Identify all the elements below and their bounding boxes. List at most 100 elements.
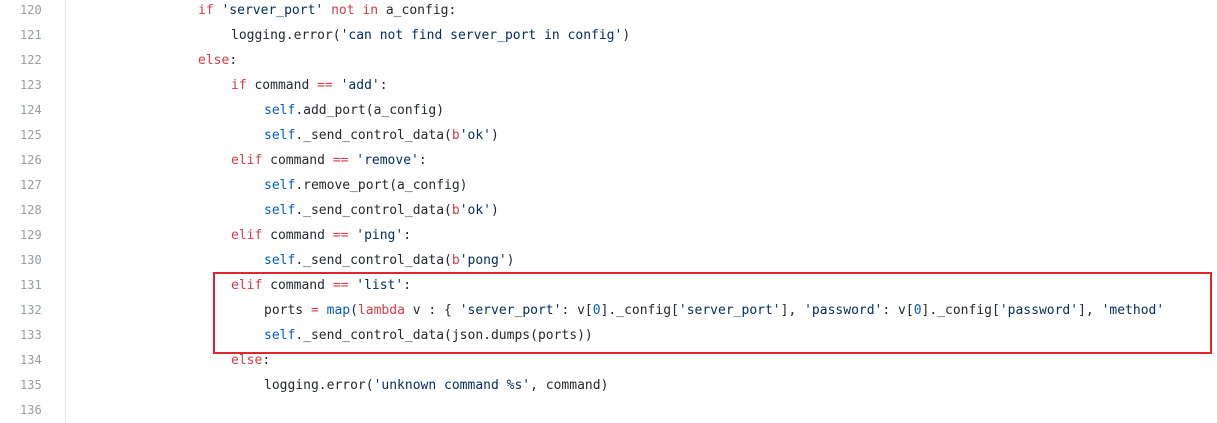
line-number[interactable]: 135 (0, 373, 66, 398)
code-line: 128 self._send_control_data(b'ok') (0, 198, 1217, 223)
code-token: self (264, 103, 296, 118)
code-line: 132 ports = map(lambda v : { 'server_port… (0, 298, 1217, 323)
code-text: ports = map(lambda v : { 'server_port': … (264, 298, 1164, 323)
code-token: if (231, 78, 247, 93)
code-token: ) (506, 253, 515, 268)
code-text: self._send_control_data(b'ok') (264, 198, 499, 223)
line-number[interactable]: 122 (0, 48, 66, 73)
code-token: ], (1078, 303, 1102, 318)
code-token: 'password' (999, 303, 1079, 318)
code-token: 'list' (356, 278, 404, 293)
line-number[interactable]: 125 (0, 123, 66, 148)
line-number[interactable]: 127 (0, 173, 66, 198)
code-line: 136 (0, 398, 1217, 423)
code-token: ]._config[ (600, 303, 679, 318)
code-token: : (418, 153, 427, 168)
line-number[interactable]: 131 (0, 273, 66, 298)
code-token: 0 (592, 303, 601, 318)
code-token: 'ok' (459, 203, 491, 218)
line-number[interactable]: 130 (0, 248, 66, 273)
code-text: elif command == 'list': (231, 273, 411, 298)
code-line: 127 self.remove_port(a_config) (0, 173, 1217, 198)
line-number[interactable]: 120 (0, 0, 66, 23)
code-token: 'ping' (356, 228, 404, 243)
line-number[interactable]: 136 (0, 398, 66, 423)
code-token: : v[ (882, 303, 914, 318)
line-number[interactable]: 121 (0, 23, 66, 48)
code-token: 'can not find server_port in config' (340, 28, 623, 43)
code-token: else (198, 53, 230, 68)
code-token: self (264, 128, 296, 143)
code-token (333, 78, 341, 93)
line-number[interactable]: 129 (0, 223, 66, 248)
code-token: : (403, 228, 412, 243)
line-number[interactable]: 123 (0, 73, 66, 98)
code-text: self.add_port(a_config) (264, 98, 444, 123)
code-token: map (326, 303, 351, 318)
line-number[interactable]: 124 (0, 98, 66, 123)
code-token: ._send_control_data(json.dumps(ports)) (295, 328, 593, 343)
code-token: else (231, 353, 263, 368)
code-token: elif (231, 228, 263, 243)
code-token (323, 3, 331, 18)
code-token: 'remove' (356, 153, 419, 168)
code-token: self (264, 178, 296, 193)
code-token: ) (622, 28, 631, 43)
line-number[interactable]: 134 (0, 348, 66, 373)
code-token: : (403, 278, 412, 293)
code-line: 121 logging.error('can not find server_po… (0, 23, 1217, 48)
code-token: b (451, 253, 460, 268)
code-text: logging.error('can not find server_port … (231, 23, 630, 48)
code-token: 'password' (804, 303, 883, 318)
line-number[interactable]: 128 (0, 198, 66, 223)
code-token: 0 (913, 303, 922, 318)
code-token: 'server_port' (678, 303, 781, 318)
code-token: .remove_port(a_config) (295, 178, 468, 193)
line-number[interactable]: 126 (0, 148, 66, 173)
code-text: self._send_control_data(b'pong') (264, 248, 514, 273)
code-token: a_config: (378, 3, 457, 18)
code-token: , command) (530, 378, 609, 393)
code-token: elif (231, 153, 263, 168)
code-token: command (262, 278, 333, 293)
code-token: ( (350, 303, 358, 318)
code-token: .add_port(a_config) (295, 103, 445, 118)
code-line: 134 else: (0, 348, 1217, 373)
code-token: not in (331, 3, 379, 18)
code-token: : (229, 53, 238, 68)
code-text: self.remove_port(a_config) (264, 173, 468, 198)
code-text: elif command == 'ping': (231, 223, 411, 248)
code-text: self._send_control_data(b'ok') (264, 123, 499, 148)
code-token: 'unknown command %s' (373, 378, 531, 393)
code-token: == (332, 228, 349, 243)
code-line: 130 self._send_control_data(b'pong') (0, 248, 1217, 273)
code-token: == (332, 278, 349, 293)
code-token: : (262, 353, 271, 368)
code-token: 'pong' (459, 253, 507, 268)
code-token: ]._config[ (921, 303, 1000, 318)
line-number[interactable]: 132 (0, 298, 66, 323)
code-token: = (310, 303, 319, 318)
code-line: 122 else: (0, 48, 1217, 73)
code-token: if (198, 3, 222, 18)
code-token: self (264, 253, 296, 268)
code-token: ._send_control_data( (295, 128, 452, 143)
code-token: ], (780, 303, 805, 318)
code-line: 131 elif command == 'list': (0, 273, 1217, 298)
code-token: b (451, 128, 460, 143)
line-number[interactable]: 133 (0, 323, 66, 348)
code-line: 129 elif command == 'ping': (0, 223, 1217, 248)
code-token: ) (491, 128, 499, 143)
code-token: logging.error( (231, 28, 341, 43)
code-token: ._send_control_data( (295, 253, 452, 268)
code-token: : v[ (561, 303, 593, 318)
code-token: command (246, 78, 318, 93)
code-token: command (262, 228, 333, 243)
code-line: 124 self.add_port(a_config) (0, 98, 1217, 123)
code-token: ) (491, 203, 499, 218)
